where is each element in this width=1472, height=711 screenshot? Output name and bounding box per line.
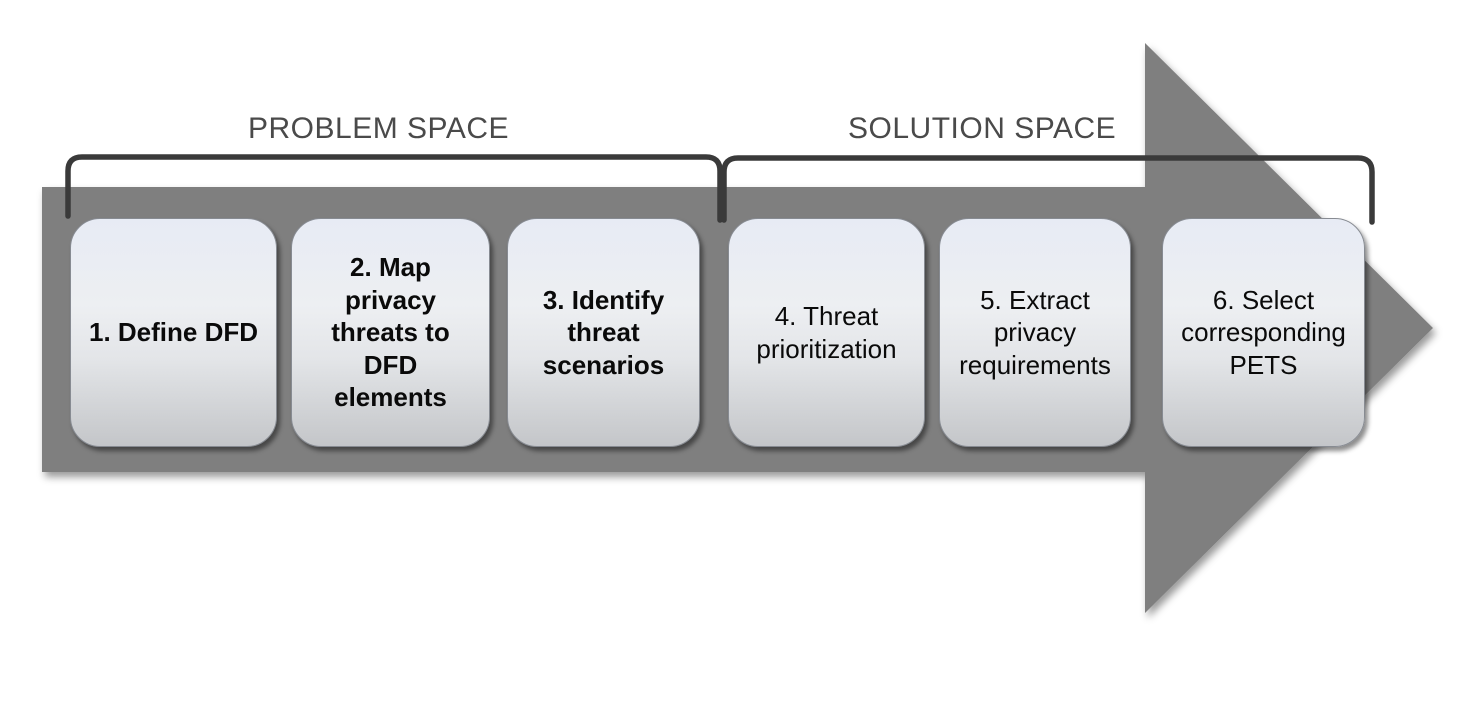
step-box-select-corresponding-pets: 6. Select corresponding PETS xyxy=(1162,218,1365,447)
problem-space-bracket xyxy=(65,154,723,223)
solution-space-label: SOLUTION SPACE xyxy=(848,112,1117,145)
step-box-extract-privacy-requirements: 5. Extract privacy requirements xyxy=(939,218,1131,447)
step-box-identify-threat-scenarios: 3. Identify threat scenarios xyxy=(507,218,700,447)
problem-space-label: PROBLEM SPACE xyxy=(248,112,510,145)
step-box-define-dfd: 1. Define DFD xyxy=(70,218,277,447)
step-box-threat-prioritization: 4. Threat prioritization xyxy=(728,218,925,447)
solution-space-bracket xyxy=(721,155,1375,225)
step-box-map-privacy-threats: 2. Map privacy threats to DFD elements xyxy=(291,218,490,447)
